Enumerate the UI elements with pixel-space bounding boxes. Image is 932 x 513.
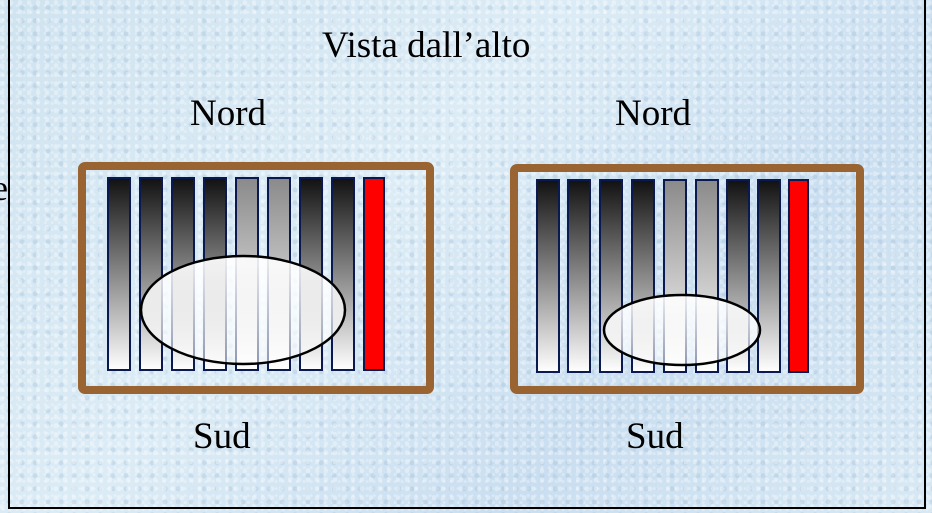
stripe: [107, 177, 131, 371]
north-label-left: Nord: [190, 93, 267, 134]
south-label-right: Sud: [626, 416, 684, 457]
stripe: [331, 177, 355, 371]
diagram-title: Vista dall’alto: [322, 25, 531, 66]
stripe: [567, 179, 591, 373]
frame-border-left: [78, 162, 434, 394]
panel-left: [78, 162, 434, 394]
north-label-right: Nord: [615, 93, 692, 134]
clipped-text-fragment: e: [0, 170, 8, 206]
panel-right: [510, 164, 864, 394]
slide-frame: [8, 0, 926, 509]
stripe: [536, 179, 560, 373]
south-label-left: Sud: [193, 416, 251, 457]
ellipse-right: [602, 293, 762, 367]
highlight-stripe: [788, 179, 809, 373]
highlight-stripe: [363, 177, 385, 371]
frame-border-right: [510, 164, 864, 394]
stripe: [757, 179, 781, 373]
ellipse-left: [139, 254, 347, 366]
